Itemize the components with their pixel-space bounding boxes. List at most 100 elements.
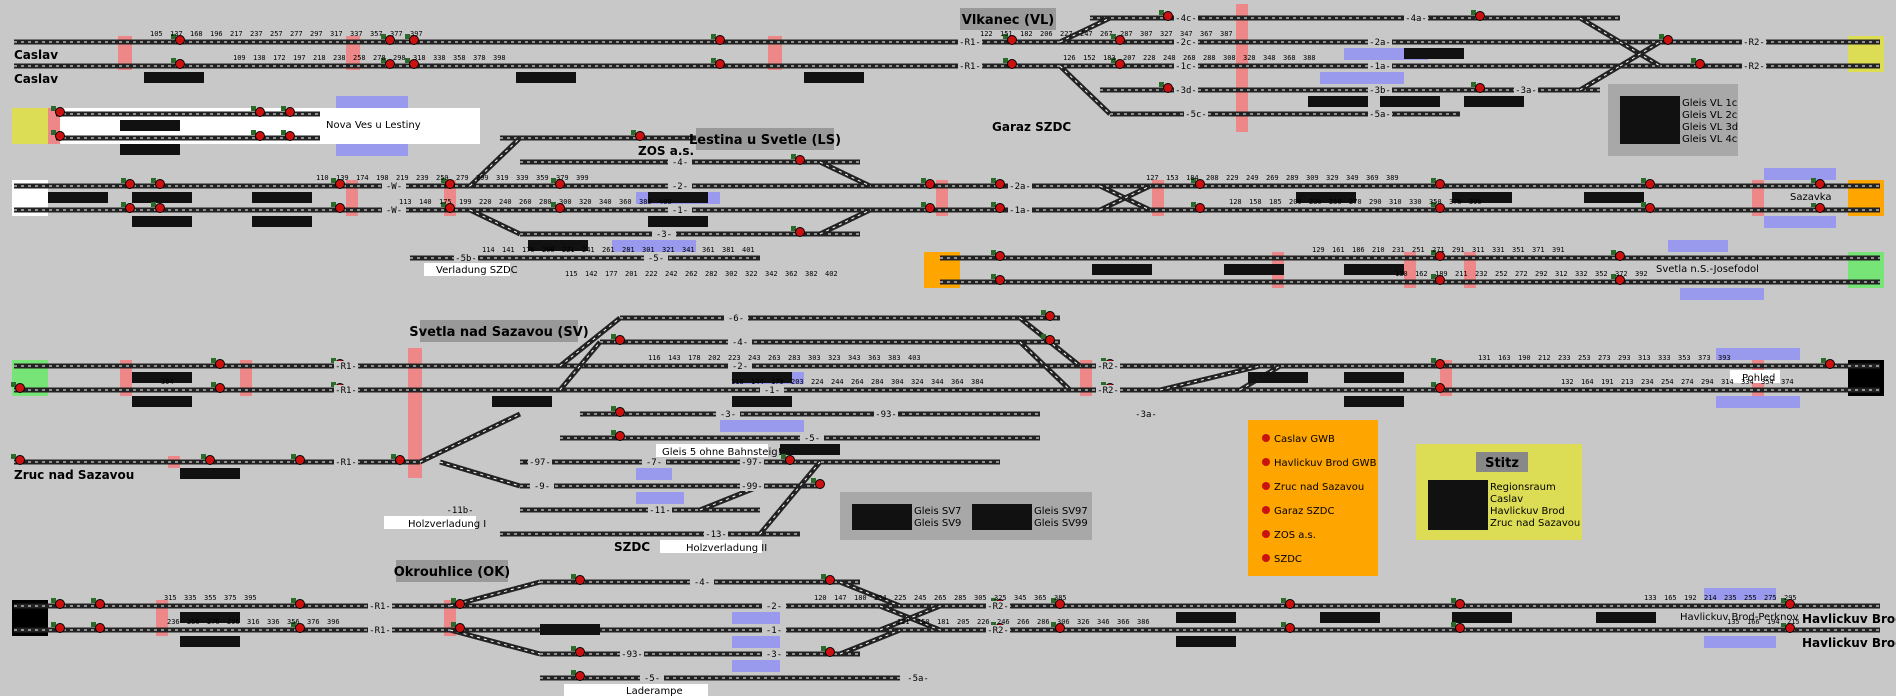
signal-button[interactable]	[175, 59, 185, 69]
signal-button[interactable]	[385, 35, 395, 45]
signal-button[interactable]	[575, 575, 585, 585]
signal-button[interactable]	[1455, 623, 1465, 633]
signal-button[interactable]	[1285, 599, 1295, 609]
signal-button[interactable]	[125, 203, 135, 213]
signal-button[interactable]	[795, 155, 805, 165]
signal-button[interactable]	[995, 203, 1005, 213]
signal-button[interactable]	[1645, 203, 1655, 213]
signal-button[interactable]	[1785, 599, 1795, 609]
signal-button[interactable]	[125, 179, 135, 189]
signal-button[interactable]	[795, 227, 805, 237]
signal-button[interactable]	[575, 647, 585, 657]
signal-button[interactable]	[395, 455, 405, 465]
signal-button[interactable]	[995, 275, 1005, 285]
gwb-item-garaz[interactable]: Garaz SZDC	[1262, 506, 1334, 517]
gwb-item-zruc[interactable]: Zruc nad Sazavou	[1262, 482, 1364, 493]
signal-button[interactable]	[925, 179, 935, 189]
signal-button[interactable]	[1815, 203, 1825, 213]
signal-button[interactable]	[175, 35, 185, 45]
signal-button[interactable]	[1163, 83, 1173, 93]
signal-button[interactable]	[1007, 59, 1017, 69]
signal-button[interactable]	[635, 131, 645, 141]
signal-button[interactable]	[715, 59, 725, 69]
signal-button[interactable]	[1045, 311, 1055, 321]
signal-button[interactable]	[155, 203, 165, 213]
signal-button[interactable]	[1055, 623, 1065, 633]
signal-button[interactable]	[615, 407, 625, 417]
signal-button[interactable]	[15, 383, 25, 393]
signal-button[interactable]	[285, 131, 295, 141]
signal-button[interactable]	[445, 203, 455, 213]
signal-button[interactable]	[925, 203, 935, 213]
signal-button[interactable]	[285, 107, 295, 117]
signal-button[interactable]	[55, 107, 65, 117]
signal-button[interactable]	[1785, 623, 1795, 633]
signal-button[interactable]	[215, 359, 225, 369]
signal-button[interactable]	[1285, 623, 1295, 633]
signal-button[interactable]	[295, 623, 305, 633]
signal-button[interactable]	[1435, 275, 1445, 285]
signal-button[interactable]	[55, 599, 65, 609]
signal-button[interactable]	[155, 179, 165, 189]
signal-button[interactable]	[335, 179, 345, 189]
gwb-item-caslav[interactable]: Caslav GWB	[1262, 434, 1335, 445]
signal-button[interactable]	[1055, 599, 1065, 609]
signal-button[interactable]	[1435, 383, 1445, 393]
signal-button[interactable]	[95, 623, 105, 633]
signal-button[interactable]	[1435, 203, 1445, 213]
signal-button[interactable]	[55, 131, 65, 141]
signal-button[interactable]	[409, 35, 419, 45]
signal-button[interactable]	[1195, 203, 1205, 213]
track-label-bg	[760, 385, 784, 395]
signal-button[interactable]	[555, 203, 565, 213]
signal-button[interactable]	[1435, 179, 1445, 189]
signal-button[interactable]	[1435, 359, 1445, 369]
signal-button[interactable]	[95, 599, 105, 609]
signal-button[interactable]	[995, 179, 1005, 189]
signal-button[interactable]	[995, 251, 1005, 261]
signal-button[interactable]	[455, 623, 465, 633]
signal-button[interactable]	[1115, 35, 1125, 45]
signal-button[interactable]	[1475, 11, 1485, 21]
signal-button[interactable]	[55, 623, 65, 633]
signal-button[interactable]	[1615, 275, 1625, 285]
signal-button[interactable]	[615, 335, 625, 345]
signal-button[interactable]	[295, 455, 305, 465]
signal-button[interactable]	[215, 383, 225, 393]
signal-button[interactable]	[255, 107, 265, 117]
signal-button[interactable]	[1007, 35, 1017, 45]
signal-button[interactable]	[335, 203, 345, 213]
signal-button[interactable]	[1455, 599, 1465, 609]
signal-button[interactable]	[1645, 179, 1655, 189]
signal-button[interactable]	[1045, 335, 1055, 345]
signal-button[interactable]	[1663, 35, 1673, 45]
gwb-item-zos[interactable]: ZOS a.s.	[1262, 530, 1316, 541]
signal-button[interactable]	[1435, 251, 1445, 261]
signal-button[interactable]	[785, 455, 795, 465]
gwb-item-szdc[interactable]: SZDC	[1262, 554, 1302, 565]
signal-button[interactable]	[295, 599, 305, 609]
signal-button[interactable]	[409, 59, 419, 69]
signal-button[interactable]	[1695, 59, 1705, 69]
signal-button[interactable]	[1195, 179, 1205, 189]
signal-button[interactable]	[15, 455, 25, 465]
signal-button[interactable]	[205, 455, 215, 465]
signal-button[interactable]	[1115, 59, 1125, 69]
signal-button[interactable]	[1163, 11, 1173, 21]
signal-button[interactable]	[825, 575, 835, 585]
signal-button[interactable]	[445, 179, 455, 189]
signal-button[interactable]	[575, 671, 585, 681]
signal-button[interactable]	[815, 479, 825, 489]
gwb-item-havlickuv[interactable]: Havlickuv Brod GWB	[1262, 458, 1377, 469]
signal-button[interactable]	[1815, 179, 1825, 189]
signal-button[interactable]	[455, 599, 465, 609]
signal-button[interactable]	[1475, 83, 1485, 93]
signal-button[interactable]	[1825, 359, 1835, 369]
signal-button[interactable]	[825, 647, 835, 657]
signal-button[interactable]	[555, 179, 565, 189]
signal-button[interactable]	[385, 59, 395, 69]
signal-button[interactable]	[715, 35, 725, 45]
signal-button[interactable]	[615, 431, 625, 441]
signal-button[interactable]	[1615, 251, 1625, 261]
signal-button[interactable]	[255, 131, 265, 141]
